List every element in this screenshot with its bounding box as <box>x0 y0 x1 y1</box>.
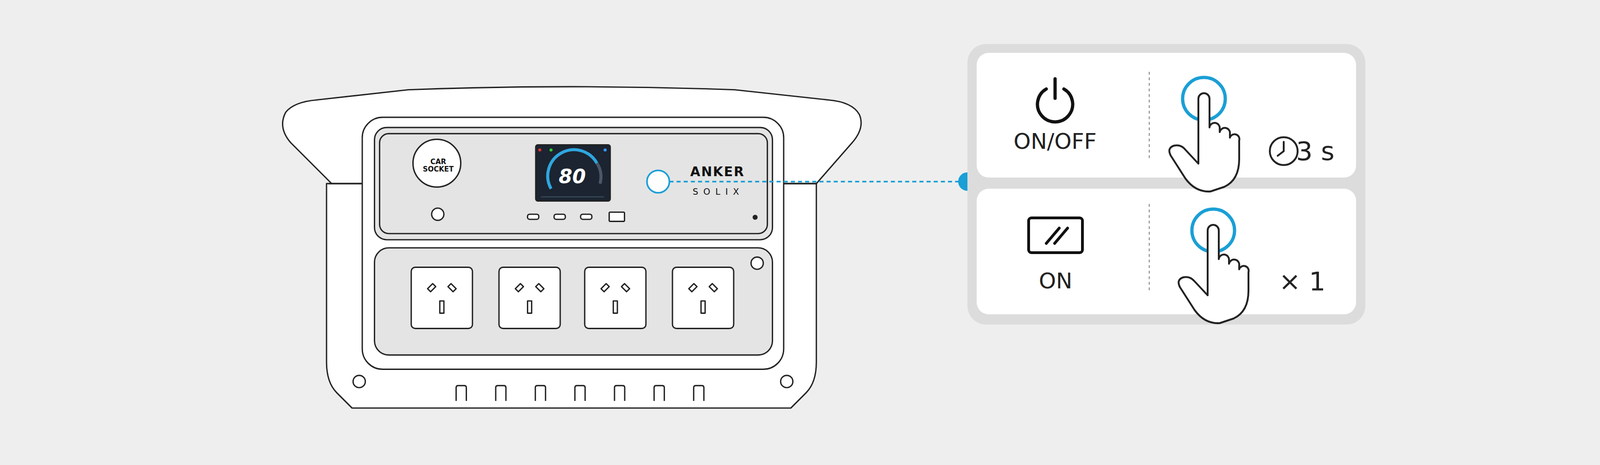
gauge <box>596 163 602 184</box>
foot-screw <box>352 375 365 388</box>
action-label: 3 s <box>1296 138 1335 165</box>
lower-panel <box>374 248 773 356</box>
function-label: ON <box>1038 269 1073 292</box>
leader-line <box>669 180 967 183</box>
instruction-panel <box>967 44 1366 325</box>
usb-c-port <box>527 214 539 220</box>
function-label: ON/OFF <box>1013 130 1097 153</box>
vents <box>456 385 704 402</box>
power-button-mark <box>646 170 670 193</box>
status-bar <box>540 196 604 198</box>
outlet <box>411 267 473 329</box>
brand-name: SOLIX <box>692 187 744 197</box>
foot-screw <box>780 375 793 388</box>
usb-c-port <box>554 214 566 220</box>
battery-percent: 80 <box>558 166 586 187</box>
gauge <box>547 149 597 189</box>
dot <box>753 215 757 220</box>
instruction-card: ON × 1 <box>976 188 1357 315</box>
action-label: × 1 <box>1279 268 1326 295</box>
upper-panel <box>374 127 773 240</box>
reset-hole <box>750 256 763 269</box>
indicator <box>431 208 444 221</box>
button-label: CAR SOCKET <box>419 158 457 174</box>
car-socket-button: CAR SOCKET <box>412 138 462 188</box>
instruction-card: ON/OFF 3 s <box>976 52 1357 178</box>
usb-c-port <box>580 214 592 220</box>
brand-name: ANKER <box>690 165 745 179</box>
upper-inner <box>379 133 768 234</box>
usb-a-port <box>609 212 625 222</box>
front-frame <box>362 117 784 370</box>
screen <box>535 144 611 201</box>
